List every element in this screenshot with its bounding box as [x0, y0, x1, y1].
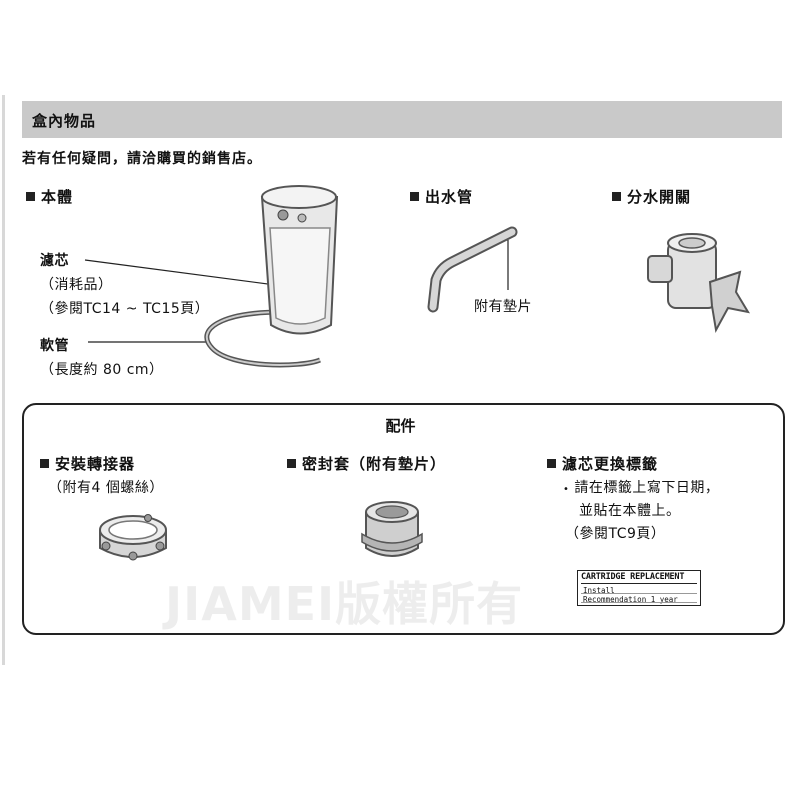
label-instruction-2: 並貼在本體上。 [579, 503, 681, 519]
diverter-bore [678, 237, 706, 249]
pipe-fill [429, 228, 516, 311]
adapter-screw-1 [101, 541, 111, 551]
adapter-opening [108, 520, 158, 540]
card-title: CARTRIDGE REPLACEMENT [581, 572, 685, 582]
label-instructions: • 請在標籤上寫下日期， 並貼在本體上。 （參閱TC9頁） [563, 477, 719, 543]
cartridge-leader-line [84, 259, 284, 287]
adapter-screw-3 [128, 551, 138, 561]
bullet-square-icon [40, 459, 49, 468]
section-title-band: 盒內物品 [22, 101, 782, 138]
bullet-square-icon [26, 192, 35, 201]
diverter-header-text: 分水開關 [627, 188, 692, 206]
cartridge-label-group: 濾芯 （消耗品） （參閱TC14 ~ TC15頁） [40, 250, 209, 318]
main-body-header: 本體 [26, 186, 73, 207]
diverter-lever [708, 270, 751, 334]
label-instruction-3: （參閱TC9頁） [565, 526, 666, 542]
replacement-label-card: CARTRIDGE REPLACEMENT Install Recommenda… [577, 570, 701, 606]
main-body-header-text: 本體 [41, 188, 74, 206]
cartridge-inner [269, 227, 331, 325]
seal-header-text: 密封套（附有墊片） [302, 455, 447, 473]
bullet-square-icon [410, 192, 419, 201]
hose-label: 軟管 [40, 338, 69, 354]
adapter-header: 安裝轉接器 [40, 453, 135, 474]
body-knob [277, 209, 289, 221]
seal-flange [361, 532, 423, 552]
body-top [261, 185, 337, 209]
label-header: 濾芯更換標籤 [547, 453, 658, 474]
outlet-pipe-header-text: 出水管 [425, 188, 474, 206]
page-edge-line [2, 95, 5, 665]
accessories-title: 配件 [385, 417, 416, 435]
adapter-screw-note: （附有4 個螺絲） [48, 480, 164, 496]
label-header-text: 濾芯更換標籤 [562, 455, 659, 473]
bullet-square-icon [547, 459, 556, 468]
diverter-header: 分水開關 [612, 186, 691, 207]
body-port [297, 213, 307, 223]
card-install: Install [583, 586, 615, 595]
cartridge-consumable-note: （消耗品） [40, 277, 113, 293]
adapter-header-text: 安裝轉接器 [55, 455, 136, 473]
bullet-square-icon [287, 459, 296, 468]
bullet-square-icon [612, 192, 621, 201]
diverter-side-port [647, 255, 673, 283]
cartridge-label: 濾芯 [40, 253, 69, 269]
hose-length-note: （長度約 80 cm） [40, 362, 164, 378]
contact-note: 若有任何疑問，請洽購買的銷售店。 [22, 151, 262, 167]
gasket-note: 附有墊片 [474, 299, 532, 315]
outlet-pipe-header: 出水管 [410, 186, 473, 207]
hose-label-group: 軟管 （長度約 80 cm） [40, 335, 164, 379]
watermark-text: JIAMEI版權所有 [165, 577, 524, 631]
adapter-screw-4 [144, 514, 152, 522]
card-recommendation: Recommendation 1 year [583, 595, 678, 604]
seal-header: 密封套（附有墊片） [287, 453, 446, 474]
section-title: 盒內物品 [32, 112, 97, 130]
adapter-screw-2 [155, 541, 165, 551]
cartridge-page-ref: （參閱TC14 ~ TC15頁） [40, 301, 210, 317]
accessories-box [22, 403, 785, 635]
hose-highlight [205, 311, 321, 366]
label-instruction-1: • 請在標籤上寫下日期， [563, 480, 720, 496]
seal-hole [375, 505, 409, 519]
